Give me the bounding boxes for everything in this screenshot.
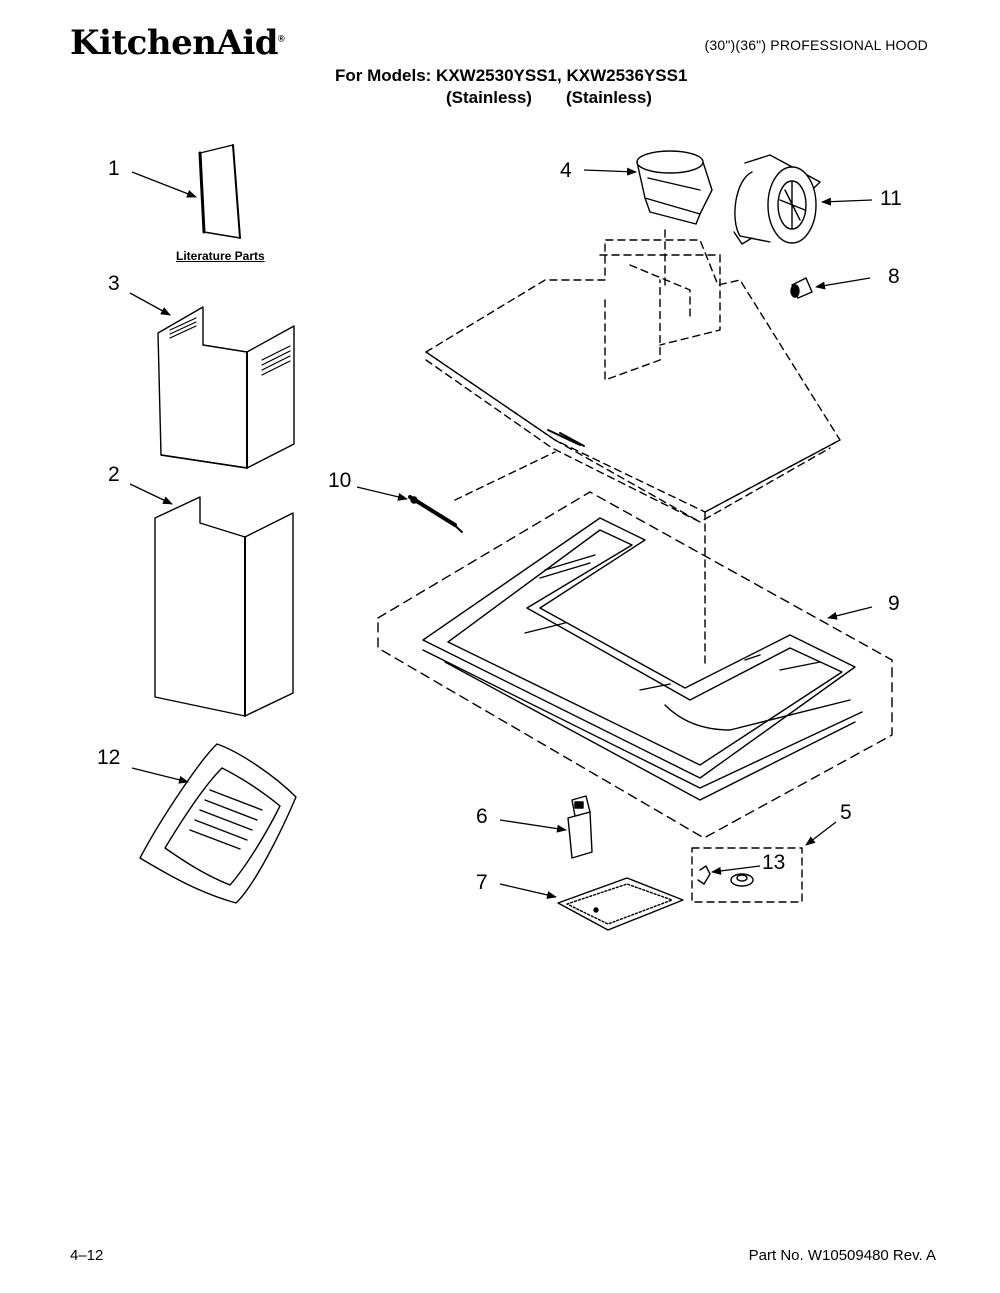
- kitchenaid-logo: KitchenAid®: [70, 23, 285, 63]
- part-number: Part No. W10509480 Rev. A: [748, 1247, 936, 1264]
- part-3-upper-duct-cover: [157, 306, 295, 469]
- callout-6: 6: [476, 805, 488, 828]
- callout-10: 10: [328, 469, 352, 492]
- finish-model-1: (Stainless): [446, 88, 532, 107]
- finish-line: (Stainless) (Stainless): [446, 88, 652, 108]
- hood-body-outline: [425, 239, 841, 523]
- callout-5: 5: [840, 801, 852, 824]
- part-10-light-assembly: [408, 495, 463, 533]
- part-11-blower-motor: [733, 154, 821, 245]
- callout-arrows: [129, 167, 873, 899]
- callout-2: 2: [108, 463, 120, 486]
- part-6-bracket: [567, 795, 593, 859]
- product-title: (30")(36") PROFESSIONAL HOOD: [704, 37, 928, 53]
- leader-part-10: [454, 451, 556, 501]
- callout-11: 11: [880, 187, 902, 210]
- page-number: 4–12: [70, 1247, 104, 1264]
- part-8-capacitor: [790, 277, 813, 299]
- callout-8: 8: [888, 265, 900, 288]
- callout-9: 9: [888, 592, 900, 615]
- models-line: For Models: KXW2530YSS1, KXW2536YSS1: [335, 66, 688, 85]
- part-9-bottom-pan: [377, 491, 893, 839]
- callout-7: 7: [476, 871, 488, 894]
- part-2-lower-duct-cover: [154, 496, 294, 717]
- part-4-duct-transition: [636, 150, 713, 225]
- part-1-literature-booklet: [198, 144, 241, 239]
- brand-name: KitchenAid: [70, 23, 279, 63]
- part-12-installation-sheet: [139, 743, 297, 904]
- part-7-filter-screen: [557, 877, 684, 931]
- finish-model-2: (Stainless): [565, 88, 652, 107]
- callout-13: 13: [762, 851, 786, 874]
- callout-3: 3: [108, 272, 120, 295]
- callout-1: 1: [108, 157, 120, 180]
- hood-vent-slots: [547, 429, 585, 447]
- part-5-group-box: [691, 847, 803, 903]
- callout-4: 4: [560, 159, 572, 182]
- callout-12: 12: [97, 746, 121, 769]
- literature-parts-label: Literature Parts: [176, 249, 265, 263]
- registered-mark: ®: [278, 33, 285, 44]
